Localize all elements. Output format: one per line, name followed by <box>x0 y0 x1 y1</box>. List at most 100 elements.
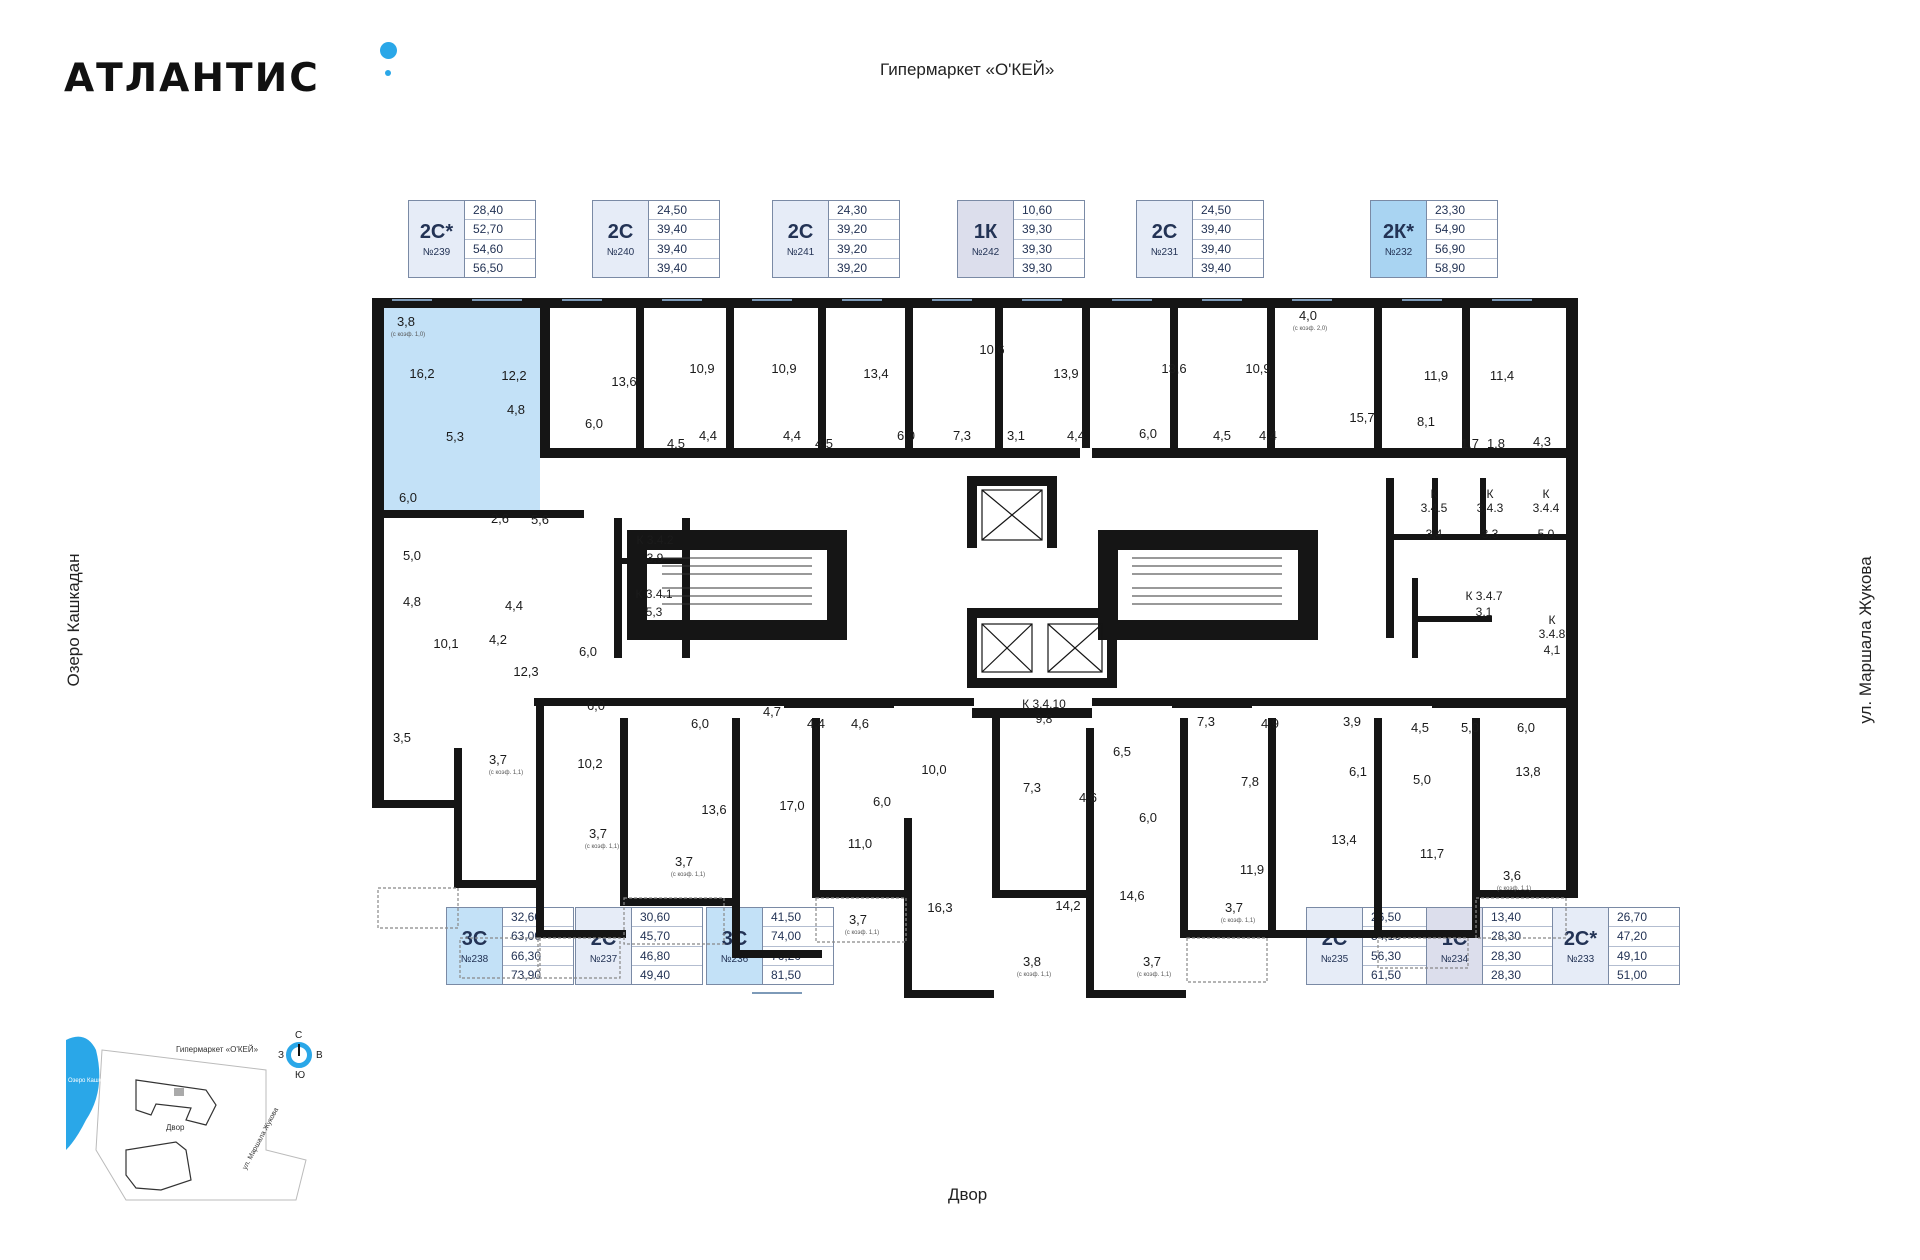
apartment-area-value: 47,20 <box>1609 927 1679 947</box>
apartment-type: 2С <box>607 220 634 243</box>
room-area-label: 4,3 <box>1533 434 1551 449</box>
apartment-area-value: 39,30 <box>1022 260 1053 275</box>
apartment-area-value: 24,50 <box>649 201 719 221</box>
coefficient-note: (с коэф. 1,1) <box>671 872 705 878</box>
room-area-label: 3.4.8 <box>1539 627 1566 641</box>
room-area-label: 3,9 <box>1343 714 1361 729</box>
apartment-type-cell: 2К*№232 <box>1371 201 1427 277</box>
apartment-area-value: 49,10 <box>1609 947 1679 966</box>
apartment-type: 2С <box>787 220 814 243</box>
room-area-label: 4,8 <box>403 594 421 609</box>
room-area-label: 6,0 <box>1517 720 1535 735</box>
apartment-type: 3С <box>461 927 488 950</box>
room-area-label: 3,7 <box>1143 954 1161 969</box>
room-area-label: 3,6 <box>1503 868 1521 883</box>
room-area-label: 15,7 <box>1349 410 1374 425</box>
room-area-label: 3,7 <box>489 752 507 767</box>
room-area-label: 10,9 <box>689 361 714 376</box>
apartment-area-value: 13,40 <box>1483 908 1553 928</box>
room-area-label: 5,3 <box>446 429 464 444</box>
room-area-label: 3,1 <box>1476 605 1493 619</box>
room-area-label: 13,4 <box>1331 832 1356 847</box>
room-area-label: 3,1 <box>1007 428 1025 443</box>
apartment-type: 2С <box>1151 220 1178 243</box>
room-area-label: 6,5 <box>1113 744 1131 759</box>
room-area-label: 10,9 <box>1245 361 1270 376</box>
room-area-label: 13,6 <box>701 802 726 817</box>
room-area-label: 12,2 <box>501 368 526 383</box>
logo-dot-small <box>385 70 391 76</box>
room-area-label: К 3.4.2 <box>636 533 673 547</box>
room-area-label: 6,0 <box>1139 810 1157 825</box>
room-area-label: 6,0 <box>587 698 605 713</box>
apartment-area-value: 23,30 <box>1427 201 1497 221</box>
apartment-area-value: 28,30 <box>1483 947 1553 966</box>
compass-south: Ю <box>295 1070 306 1081</box>
room-area-label: 3,8 <box>397 314 415 329</box>
coefficient-note: (с коэф. 1,1) <box>585 844 619 850</box>
room-area-label: 5,0 <box>403 548 421 563</box>
apartment-area-value: 52,70 <box>465 220 535 240</box>
room-area-label: 17,0 <box>779 798 804 813</box>
room-area-label: 4,7 <box>763 704 781 719</box>
apartment-type: 1К <box>973 220 998 243</box>
room-area-label: 4,6 <box>851 716 869 731</box>
brand-logo: АТЛАНТИС <box>64 56 320 101</box>
label-hypermarket: Гипермаркет «О'КЕЙ» <box>880 60 1055 79</box>
room-area-label: 6,1 <box>1349 764 1367 779</box>
room-area-label: 16,3 <box>927 900 952 915</box>
room-area-label: К <box>1431 487 1438 501</box>
apartment-type: 2С* <box>419 220 454 243</box>
apartment-area-value: 39,40 <box>1201 260 1232 275</box>
apartment-area-value: 39,40 <box>657 260 688 275</box>
room-area-label: 7,3 <box>1023 780 1041 795</box>
apartment-number: №237 <box>589 953 618 965</box>
label-street: ул. Маршала Жукова <box>1856 556 1875 724</box>
apartment-number: №239 <box>422 246 451 258</box>
room-area-label: 4,1 <box>1544 643 1561 657</box>
site-minimap: Гипермаркет «О'КЕЙ» Озеро Кашкадан Двор … <box>66 1030 336 1210</box>
apartment-area-value: 46,80 <box>632 947 702 966</box>
apartment-area-value: 39,20 <box>829 220 899 240</box>
apartment-area-value: 54,90 <box>1427 220 1497 240</box>
room-area-label: К <box>1549 613 1556 627</box>
apartment-number: №235 <box>1320 953 1349 965</box>
coefficient-note: (с коэф. 1,1) <box>1497 886 1531 892</box>
room-area-label: 13,6 <box>1161 361 1186 376</box>
apartment-area-value: 39,40 <box>649 240 719 259</box>
room-area-label: 10,9 <box>771 361 796 376</box>
coefficient-note: (с коэф. 1,1) <box>1137 972 1171 978</box>
room-area-label: 3,8 <box>1023 954 1041 969</box>
room-area-label: 9,8 <box>1036 712 1053 726</box>
apartment-area-value: 24,50 <box>1193 201 1263 221</box>
room-area-label: 6,0 <box>1139 426 1157 441</box>
room-area-label: 14,6 <box>1119 888 1144 903</box>
room-area-label: 5,3 <box>646 605 663 619</box>
room-area-label: 3.4.4 <box>1533 501 1560 515</box>
room-area-label: 11,9 <box>1240 862 1264 877</box>
room-area-label: 1,7 <box>1461 436 1479 451</box>
room-area-label: 4,9 <box>1261 716 1279 731</box>
room-area-label: К 3.4.1 <box>635 587 672 601</box>
